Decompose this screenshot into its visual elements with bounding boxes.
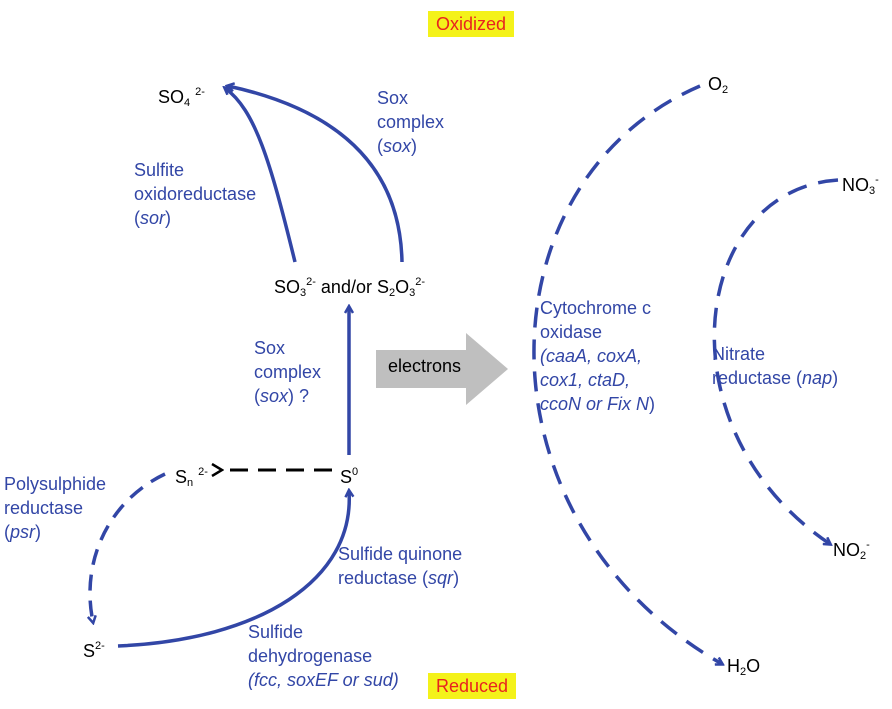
sox-complex-middle-label: Sox complex (sox) ? bbox=[254, 338, 322, 406]
elemental-sulfur-label: S0 bbox=[340, 466, 359, 487]
sulfide-label: S2- bbox=[83, 640, 105, 661]
arrow-nitrate-to-nitrite bbox=[712, 178, 839, 544]
reduced-badge: Reduced bbox=[428, 673, 517, 699]
arrow-sulfide-to-sulfur bbox=[117, 491, 349, 648]
water-label: H2O bbox=[727, 656, 761, 678]
sulfide-quinone-reductase-label: Sulfide quinone reductase (sqr) bbox=[338, 544, 463, 588]
nitrate-label: NO3- bbox=[842, 174, 879, 197]
sox-complex-top-label: Sox complex (sox) bbox=[377, 88, 445, 156]
arrow-oxygen-to-water bbox=[532, 84, 722, 664]
oxygen-label: O2 bbox=[708, 74, 729, 96]
polysulphide-reductase-label: Polysulphide reductase (psr) bbox=[4, 474, 107, 542]
electrons-arrow bbox=[376, 333, 508, 405]
sulfite-oxidoreductase-label: Sulfite oxidoreductase (sor) bbox=[134, 160, 257, 228]
arrow-thiosulfate-to-sulfate bbox=[228, 86, 404, 263]
oxidized-badge: Oxidized bbox=[428, 11, 515, 37]
electrons-label: electrons bbox=[388, 356, 462, 376]
sulfate-label: SO4 2- bbox=[158, 86, 205, 109]
polysulfide-label: Sn 2- bbox=[175, 466, 208, 489]
nitrite-label: NO2- bbox=[833, 539, 870, 562]
nitrate-reductase-label: Nitrate reductase (nap) bbox=[712, 344, 839, 388]
arrow-sulfite-to-sulfate bbox=[225, 88, 297, 263]
arrow-polysulfide-to-sulfide bbox=[90, 472, 166, 622]
sulfite-thiosulfate-label: SO32- and/or S2O32- bbox=[274, 276, 426, 299]
cytochrome-c-oxidase-label: Cytochrome c oxidase (caaA, coxA, cox1, … bbox=[540, 298, 656, 414]
sulfide-dehydrogenase-label: Sulfide dehydrogenase (fcc, soxEF or sud… bbox=[248, 622, 399, 690]
